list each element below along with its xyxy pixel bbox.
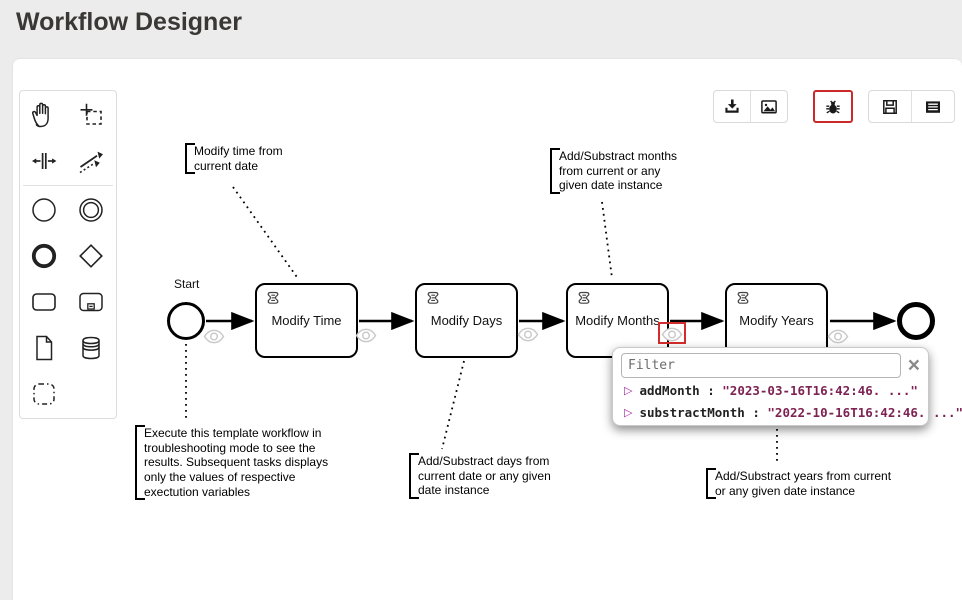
palette-create-group[interactable] — [20, 371, 67, 417]
bug-debug-icon — [826, 100, 840, 113]
group-icon — [32, 383, 55, 405]
intermediate-event-icon — [78, 198, 103, 222]
palette-create-end-event[interactable] — [20, 233, 67, 279]
task-modify-time[interactable]: Modify Time — [255, 283, 358, 358]
download-button[interactable] — [714, 91, 750, 122]
lasso-icon — [80, 103, 102, 125]
palette-create-start-event[interactable] — [20, 187, 67, 233]
variable-row-substractmonth[interactable]: ▷ substractMonth : "2022-10-16T16:42:46. … — [621, 402, 962, 422]
properties-button[interactable] — [911, 91, 954, 122]
task-label: Modify Time — [271, 313, 342, 328]
palette-create-data-store[interactable] — [67, 325, 114, 371]
expand-triangle-icon: ▷ — [624, 405, 633, 419]
eye-icon-start[interactable] — [203, 329, 225, 344]
palette-separator — [23, 185, 113, 186]
annotation-modify-days: Add/Substract days from current date or … — [409, 453, 560, 499]
variable-value: "2023-03-16T16:42:46. ..." — [722, 382, 918, 398]
variable-value: "2022-10-16T16:42:46. ..." — [767, 404, 962, 420]
hand-icon — [31, 102, 49, 128]
palette-tool-hand[interactable] — [20, 92, 67, 138]
script-task-icon — [267, 291, 279, 304]
space-tool-icon — [31, 153, 56, 169]
variable-name: substractMonth — [639, 404, 745, 420]
eye-icon-modify-years[interactable] — [827, 329, 849, 344]
script-task-icon — [737, 291, 749, 304]
variable-name: addMonth — [639, 382, 700, 398]
export-button-group — [713, 90, 788, 123]
palette-create-task[interactable] — [20, 279, 67, 325]
script-task-icon — [427, 291, 439, 304]
eye-icon-modify-time[interactable] — [355, 328, 377, 343]
tool-palette — [19, 90, 117, 419]
start-event-label: Start — [174, 277, 200, 291]
debug-button[interactable] — [815, 92, 851, 121]
task-modify-days[interactable]: Modify Days — [415, 283, 518, 358]
page-title: Workflow Designer — [16, 8, 242, 36]
end-event[interactable] — [897, 302, 935, 340]
eye-icon-modify-days[interactable] — [517, 327, 539, 342]
end-event-icon — [31, 243, 56, 269]
task-label: Modify Months — [575, 313, 660, 328]
expand-triangle-icon: ▷ — [624, 383, 633, 397]
image-export-icon — [761, 99, 777, 114]
popup-header: × — [621, 353, 920, 378]
task-label: Modify Years — [739, 313, 814, 328]
start-event-icon — [31, 198, 56, 222]
task-icon — [31, 293, 56, 311]
eye-highlight-box — [658, 322, 686, 344]
palette-create-subprocess[interactable] — [67, 279, 114, 325]
eye-icon-modify-months[interactable] — [661, 327, 683, 342]
close-icon[interactable]: × — [907, 353, 920, 377]
subprocess-icon — [78, 292, 103, 312]
annotation-modify-months: Add/Substract months from current or any… — [550, 148, 683, 194]
variable-separator: : — [744, 404, 768, 420]
save-button-group — [868, 90, 955, 123]
palette-create-intermediate-event[interactable] — [67, 187, 114, 233]
variable-row-addmonth[interactable]: ▷ addMonth : "2023-03-16T16:42:46. ..." — [621, 380, 920, 400]
palette-tool-global-connect[interactable] — [67, 138, 114, 184]
palette-tool-lasso[interactable] — [67, 92, 114, 138]
variables-popup: × ▷ addMonth : "2023-03-16T16:42:46. ..."… — [612, 347, 962, 426]
form-properties-icon — [926, 100, 940, 113]
export-image-button[interactable] — [750, 91, 787, 122]
annotation-modify-years: Add/Substract years from current or any … — [706, 468, 907, 500]
filter-input[interactable] — [621, 353, 901, 378]
debug-button-group — [813, 90, 853, 123]
data-object-icon — [35, 335, 52, 361]
download-icon — [725, 99, 739, 113]
annotation-modify-time: Modify time from current date — [185, 143, 296, 175]
save-button[interactable] — [869, 91, 911, 122]
connect-arrows-icon — [79, 151, 103, 174]
script-task-icon — [578, 291, 590, 304]
task-label: Modify Days — [430, 313, 503, 328]
data-store-icon — [81, 336, 100, 360]
save-icon — [883, 99, 897, 114]
palette-create-gateway[interactable] — [67, 233, 114, 279]
palette-create-data-object[interactable] — [20, 325, 67, 371]
variable-separator: : — [699, 382, 723, 398]
gateway-icon — [78, 244, 103, 268]
start-event[interactable] — [167, 302, 205, 340]
annotation-execute: Execute this template workflow in troubl… — [135, 425, 330, 501]
palette-tool-space[interactable] — [20, 138, 67, 184]
